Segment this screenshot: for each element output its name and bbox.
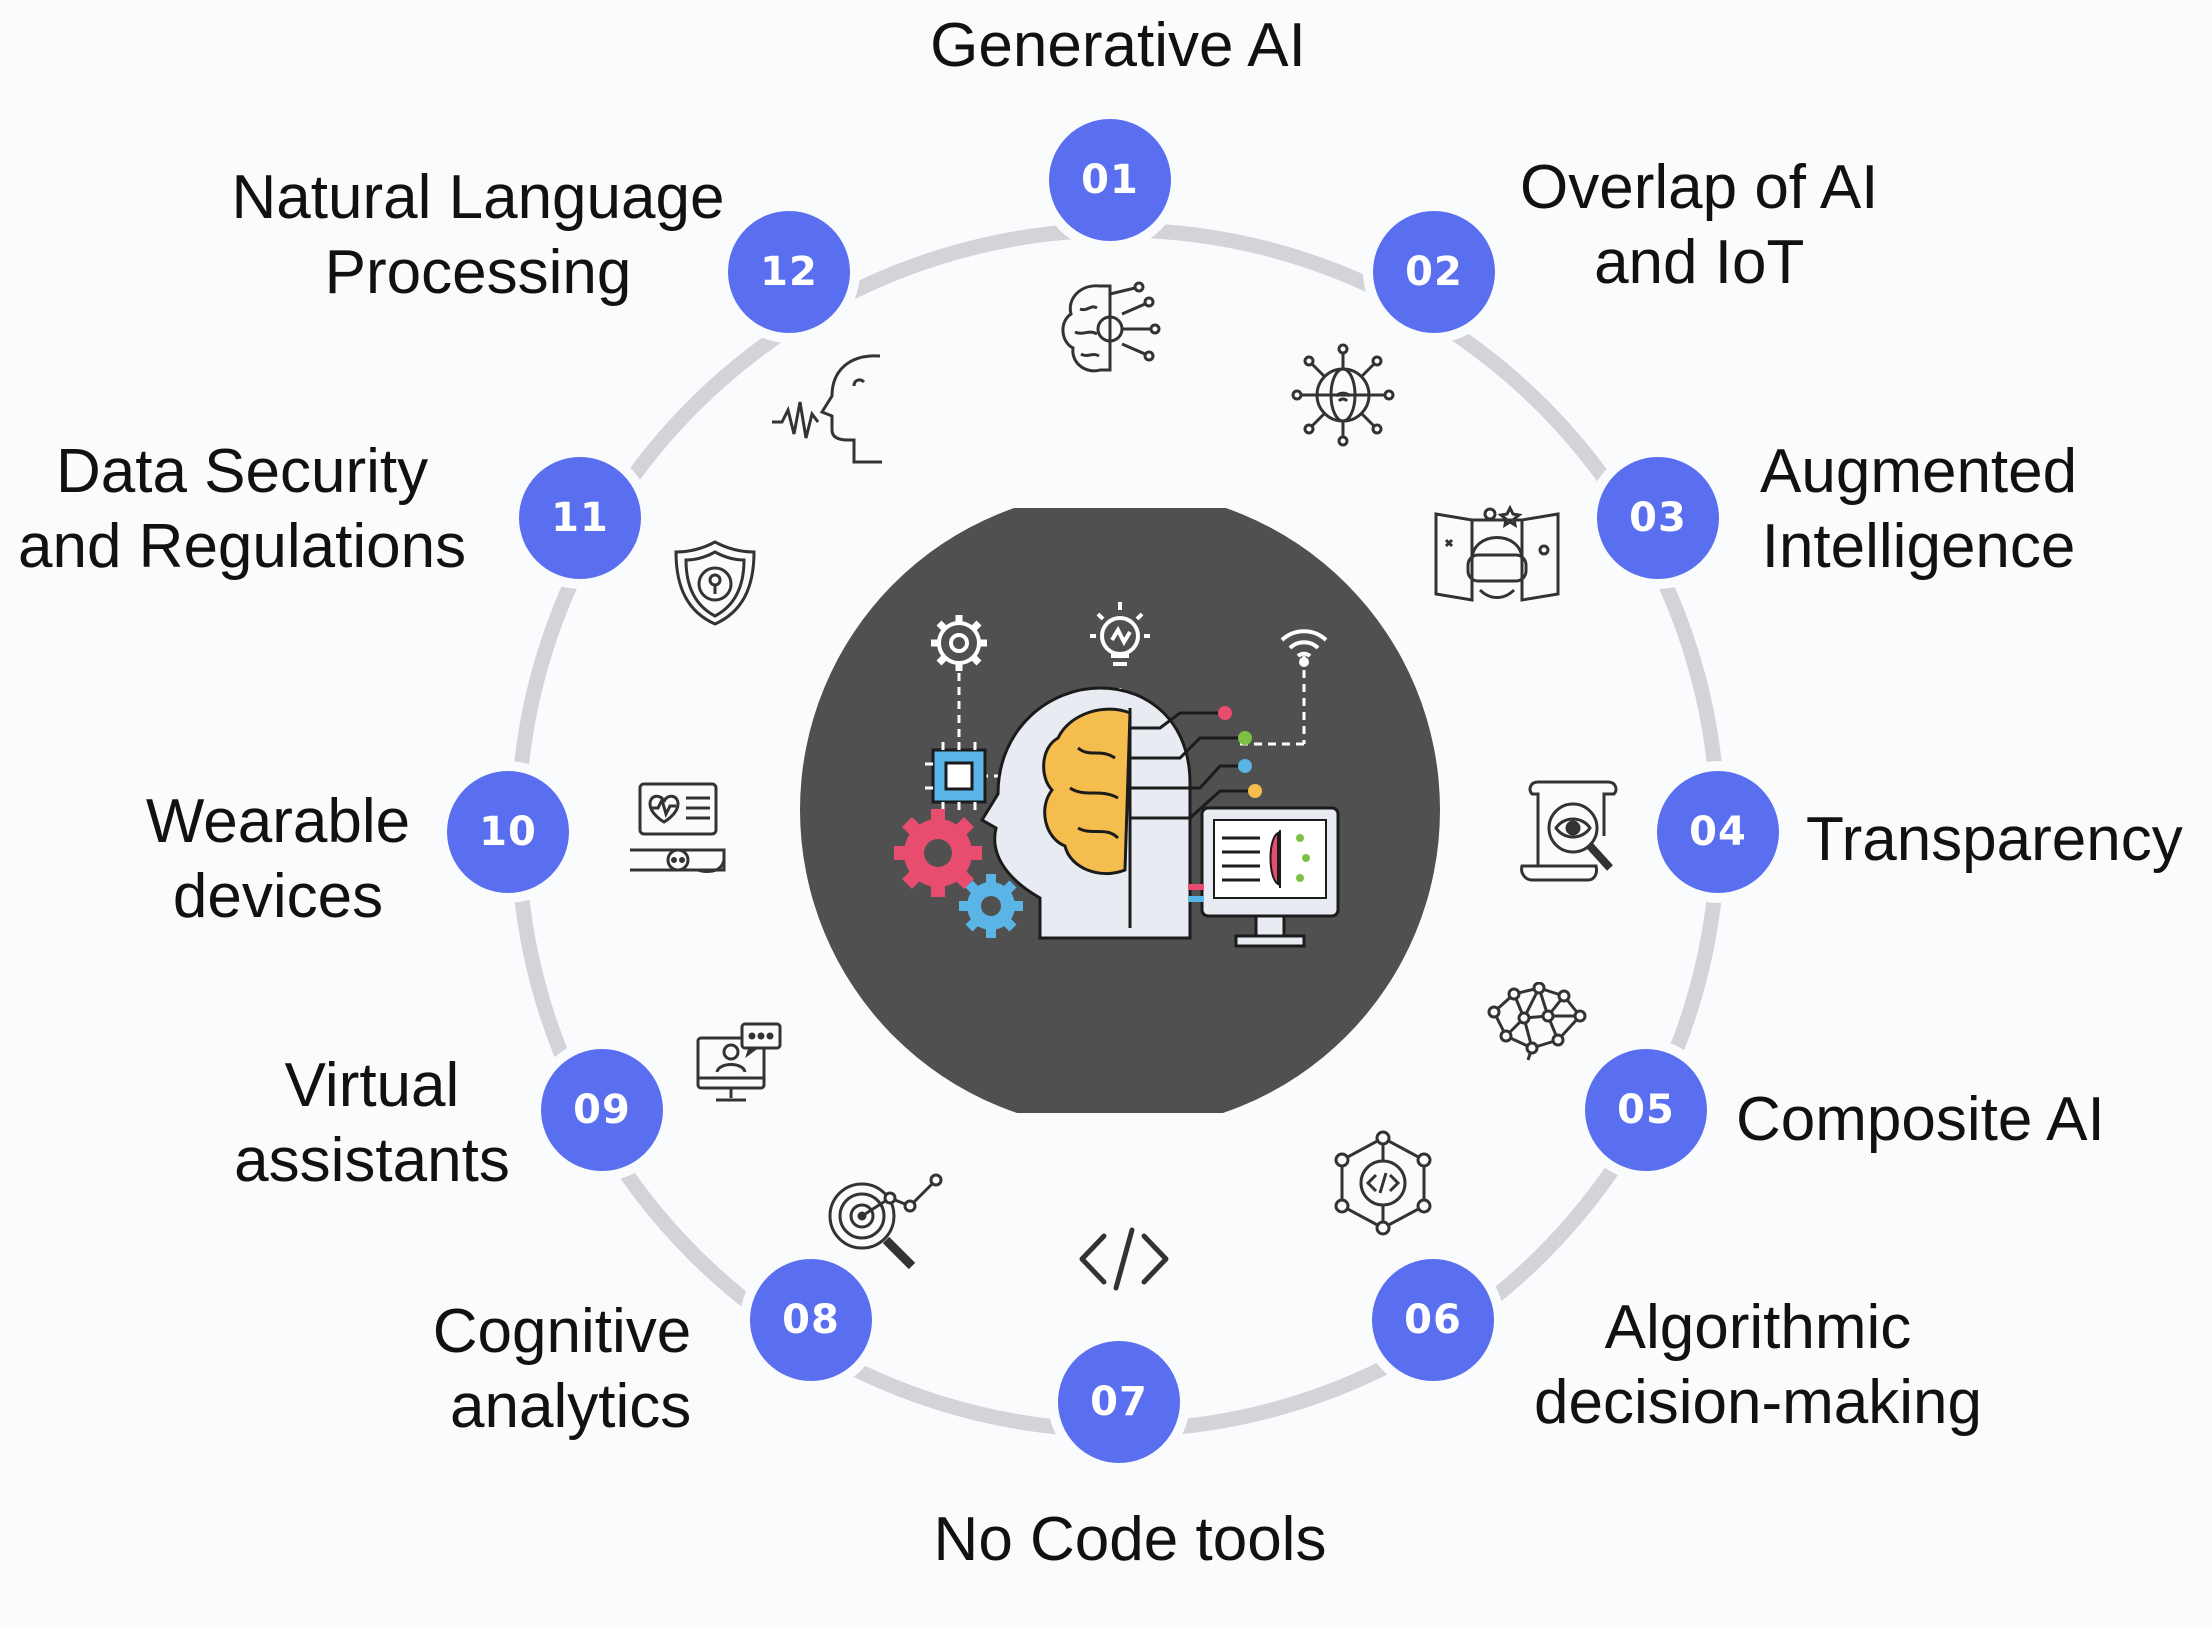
label-line: decision-making bbox=[1534, 1368, 1982, 1437]
virtual-assistant-icon bbox=[694, 1020, 784, 1110]
label-line: and IoT bbox=[1594, 228, 1805, 297]
label-line: devices bbox=[172, 862, 384, 931]
step-label-09: Virtual assistants bbox=[234, 1048, 510, 1198]
label-line: Overlap of AI bbox=[1520, 153, 1879, 222]
step-badge-02: 02 bbox=[1373, 211, 1495, 333]
step-badge-12: 12 bbox=[728, 211, 850, 333]
gears-icon bbox=[894, 809, 1023, 938]
label-line: Processing bbox=[324, 238, 632, 307]
step-badge-04: 04 bbox=[1657, 771, 1779, 893]
brain-circuit-icon bbox=[1055, 274, 1165, 384]
network-globe-icon bbox=[1288, 340, 1398, 450]
wifi-icon bbox=[1280, 629, 1328, 667]
label-line: Wearable bbox=[145, 787, 411, 856]
label-line: Augmented bbox=[1760, 437, 2078, 506]
step-label-07: No Code tools bbox=[934, 1502, 1327, 1577]
step-badge-01: 01 bbox=[1049, 119, 1171, 241]
step-label-11: Data Security and Regulations bbox=[18, 434, 466, 584]
step-label-10: Wearable devices bbox=[146, 784, 410, 934]
step-badge-05: 05 bbox=[1585, 1049, 1707, 1171]
label-line: Generative AI bbox=[930, 11, 1306, 80]
document-eye-icon bbox=[1518, 776, 1628, 886]
step-badge-06: 06 bbox=[1372, 1259, 1494, 1381]
step-label-08: Cognitive analytics bbox=[433, 1294, 691, 1444]
step-label-02: Overlap of AI and IoT bbox=[1520, 150, 1878, 300]
label-line: and Regulations bbox=[18, 512, 467, 581]
label-line: Algorithmic bbox=[1604, 1293, 1912, 1362]
label-line: Intelligence bbox=[1761, 512, 2076, 581]
speaking-head-icon bbox=[770, 350, 886, 470]
step-badge-03: 03 bbox=[1597, 457, 1719, 579]
label-line: Composite AI bbox=[1736, 1085, 2105, 1154]
security-shield-icon bbox=[672, 538, 758, 628]
label-line: Cognitive bbox=[432, 1297, 692, 1366]
lightbulb-icon bbox=[1090, 602, 1150, 666]
code-network-icon bbox=[1328, 1128, 1438, 1238]
step-label-06: Algorithmic decision-making bbox=[1534, 1290, 1982, 1440]
step-label-05: Composite AI bbox=[1736, 1082, 2105, 1157]
label-line: Transparency bbox=[1806, 805, 2183, 874]
step-badge-11: 11 bbox=[519, 457, 641, 579]
neural-network-icon bbox=[1484, 982, 1588, 1062]
label-line: Data Security bbox=[55, 437, 429, 506]
step-label-01: Generative AI bbox=[930, 8, 1306, 83]
label-line: No Code tools bbox=[933, 1505, 1327, 1574]
step-badge-07: 07 bbox=[1058, 1341, 1180, 1463]
label-line: Virtual bbox=[284, 1051, 460, 1120]
label-line: assistants bbox=[234, 1126, 510, 1195]
step-label-04: Transparency bbox=[1806, 802, 2183, 877]
step-badge-09: 09 bbox=[541, 1049, 663, 1171]
gear-icon bbox=[931, 615, 987, 671]
code-brackets-icon bbox=[1076, 1224, 1172, 1294]
step-label-03: Augmented Intelligence bbox=[1760, 434, 2077, 584]
chip-icon bbox=[925, 742, 987, 810]
target-analytics-icon bbox=[824, 1168, 946, 1278]
step-label-12: Natural Language Processing bbox=[232, 160, 725, 310]
smartwatch-icon bbox=[628, 778, 728, 878]
step-badge-08: 08 bbox=[750, 1259, 872, 1381]
monitor-icon bbox=[1188, 806, 1340, 948]
step-badge-10: 10 bbox=[447, 771, 569, 893]
label-line: Natural Language bbox=[231, 163, 725, 232]
label-line: analytics bbox=[450, 1372, 692, 1441]
vr-headset-icon bbox=[1432, 500, 1562, 610]
central-hub bbox=[800, 490, 1440, 1130]
